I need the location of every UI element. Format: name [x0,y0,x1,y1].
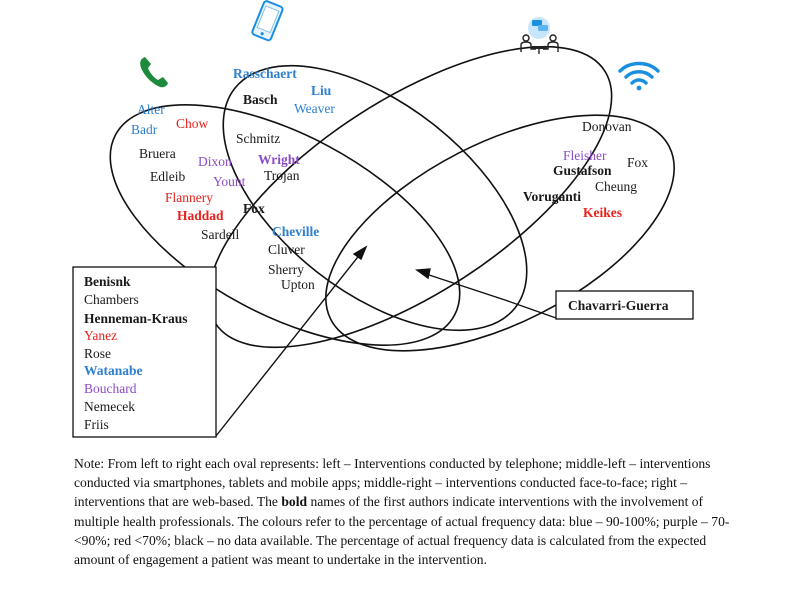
box-name-henneman-kraus: Henneman-Kraus [84,311,188,326]
name-voruganti: Voruganti [523,189,581,204]
box-name-rose: Rose [84,346,111,361]
right-arrow-head [415,268,431,280]
left-arrow-head [352,245,368,261]
name-fox-left: Fox [243,201,265,216]
left-box-arrow [215,252,362,437]
name-alter: Alter [137,102,165,117]
figure-note: Note: From left to right each oval repre… [74,454,734,569]
right-label-box [555,290,694,320]
left-list-box [72,266,217,438]
name-yount: Yount [213,174,246,189]
smartphone-oval [222,64,528,332]
name-sherry: Sherry [268,262,304,277]
telephone-icon [140,57,168,88]
name-upton: Upton [281,277,315,292]
web-oval [325,114,675,352]
name-basch: Basch [243,92,278,107]
name-liu: Liu [311,83,332,98]
name-cheville: Cheville [272,224,319,239]
note-text-1: Note: From left to right each oval repre… [74,456,711,510]
name-gustafson: Gustafson [553,163,612,178]
name-cluver: Cluver [268,242,305,257]
name-weaver: Weaver [294,101,335,116]
name-trojan: Trojan [264,168,300,183]
name-sardell: Sardell [201,227,239,242]
right-box-arrow [422,272,557,319]
smartphone-icon [251,0,284,42]
name-flannery: Flannery [165,190,213,205]
name-fox-right: Fox [627,155,648,170]
box-name-yanez: Yanez [84,328,117,343]
name-badr: Badr [131,122,158,137]
name-cheung: Cheung [595,179,637,194]
name-dixon: Dixon [198,154,232,169]
note-bold-word: bold [281,494,308,510]
note-text-2: names of the first authors indicate inte… [74,494,730,568]
box-name-friis: Friis [84,417,109,432]
name-chow: Chow [176,116,209,131]
name-rasschaert: Rasschaert [233,66,297,81]
box-name-watanabe: Watanabe [84,363,143,378]
face-to-face-oval [207,45,613,349]
name-wright: Wright [258,152,300,167]
name-keikes: Keikes [583,205,622,220]
name-haddad: Haddad [177,208,224,223]
telephone-oval [109,104,461,346]
box-name-nemecek: Nemecek [84,399,135,414]
name-bruera: Bruera [139,146,176,161]
box-name-chavarri-guerra: Chavarri-Guerra [568,298,669,313]
wifi-icon [618,61,660,91]
venn-diagram: Alter Badr Chow Bruera Edleib Dixon Youn… [72,0,694,438]
box-name-benisnk: Benisnk [84,274,131,289]
name-fleisher: Fleisher [563,148,607,163]
name-edleib: Edleib [150,169,185,184]
name-donovan: Donovan [582,119,632,134]
name-schmitz: Schmitz [236,131,280,146]
box-name-chambers: Chambers [84,292,139,307]
box-name-bouchard: Bouchard [84,381,137,396]
face-to-face-icon [520,17,559,54]
